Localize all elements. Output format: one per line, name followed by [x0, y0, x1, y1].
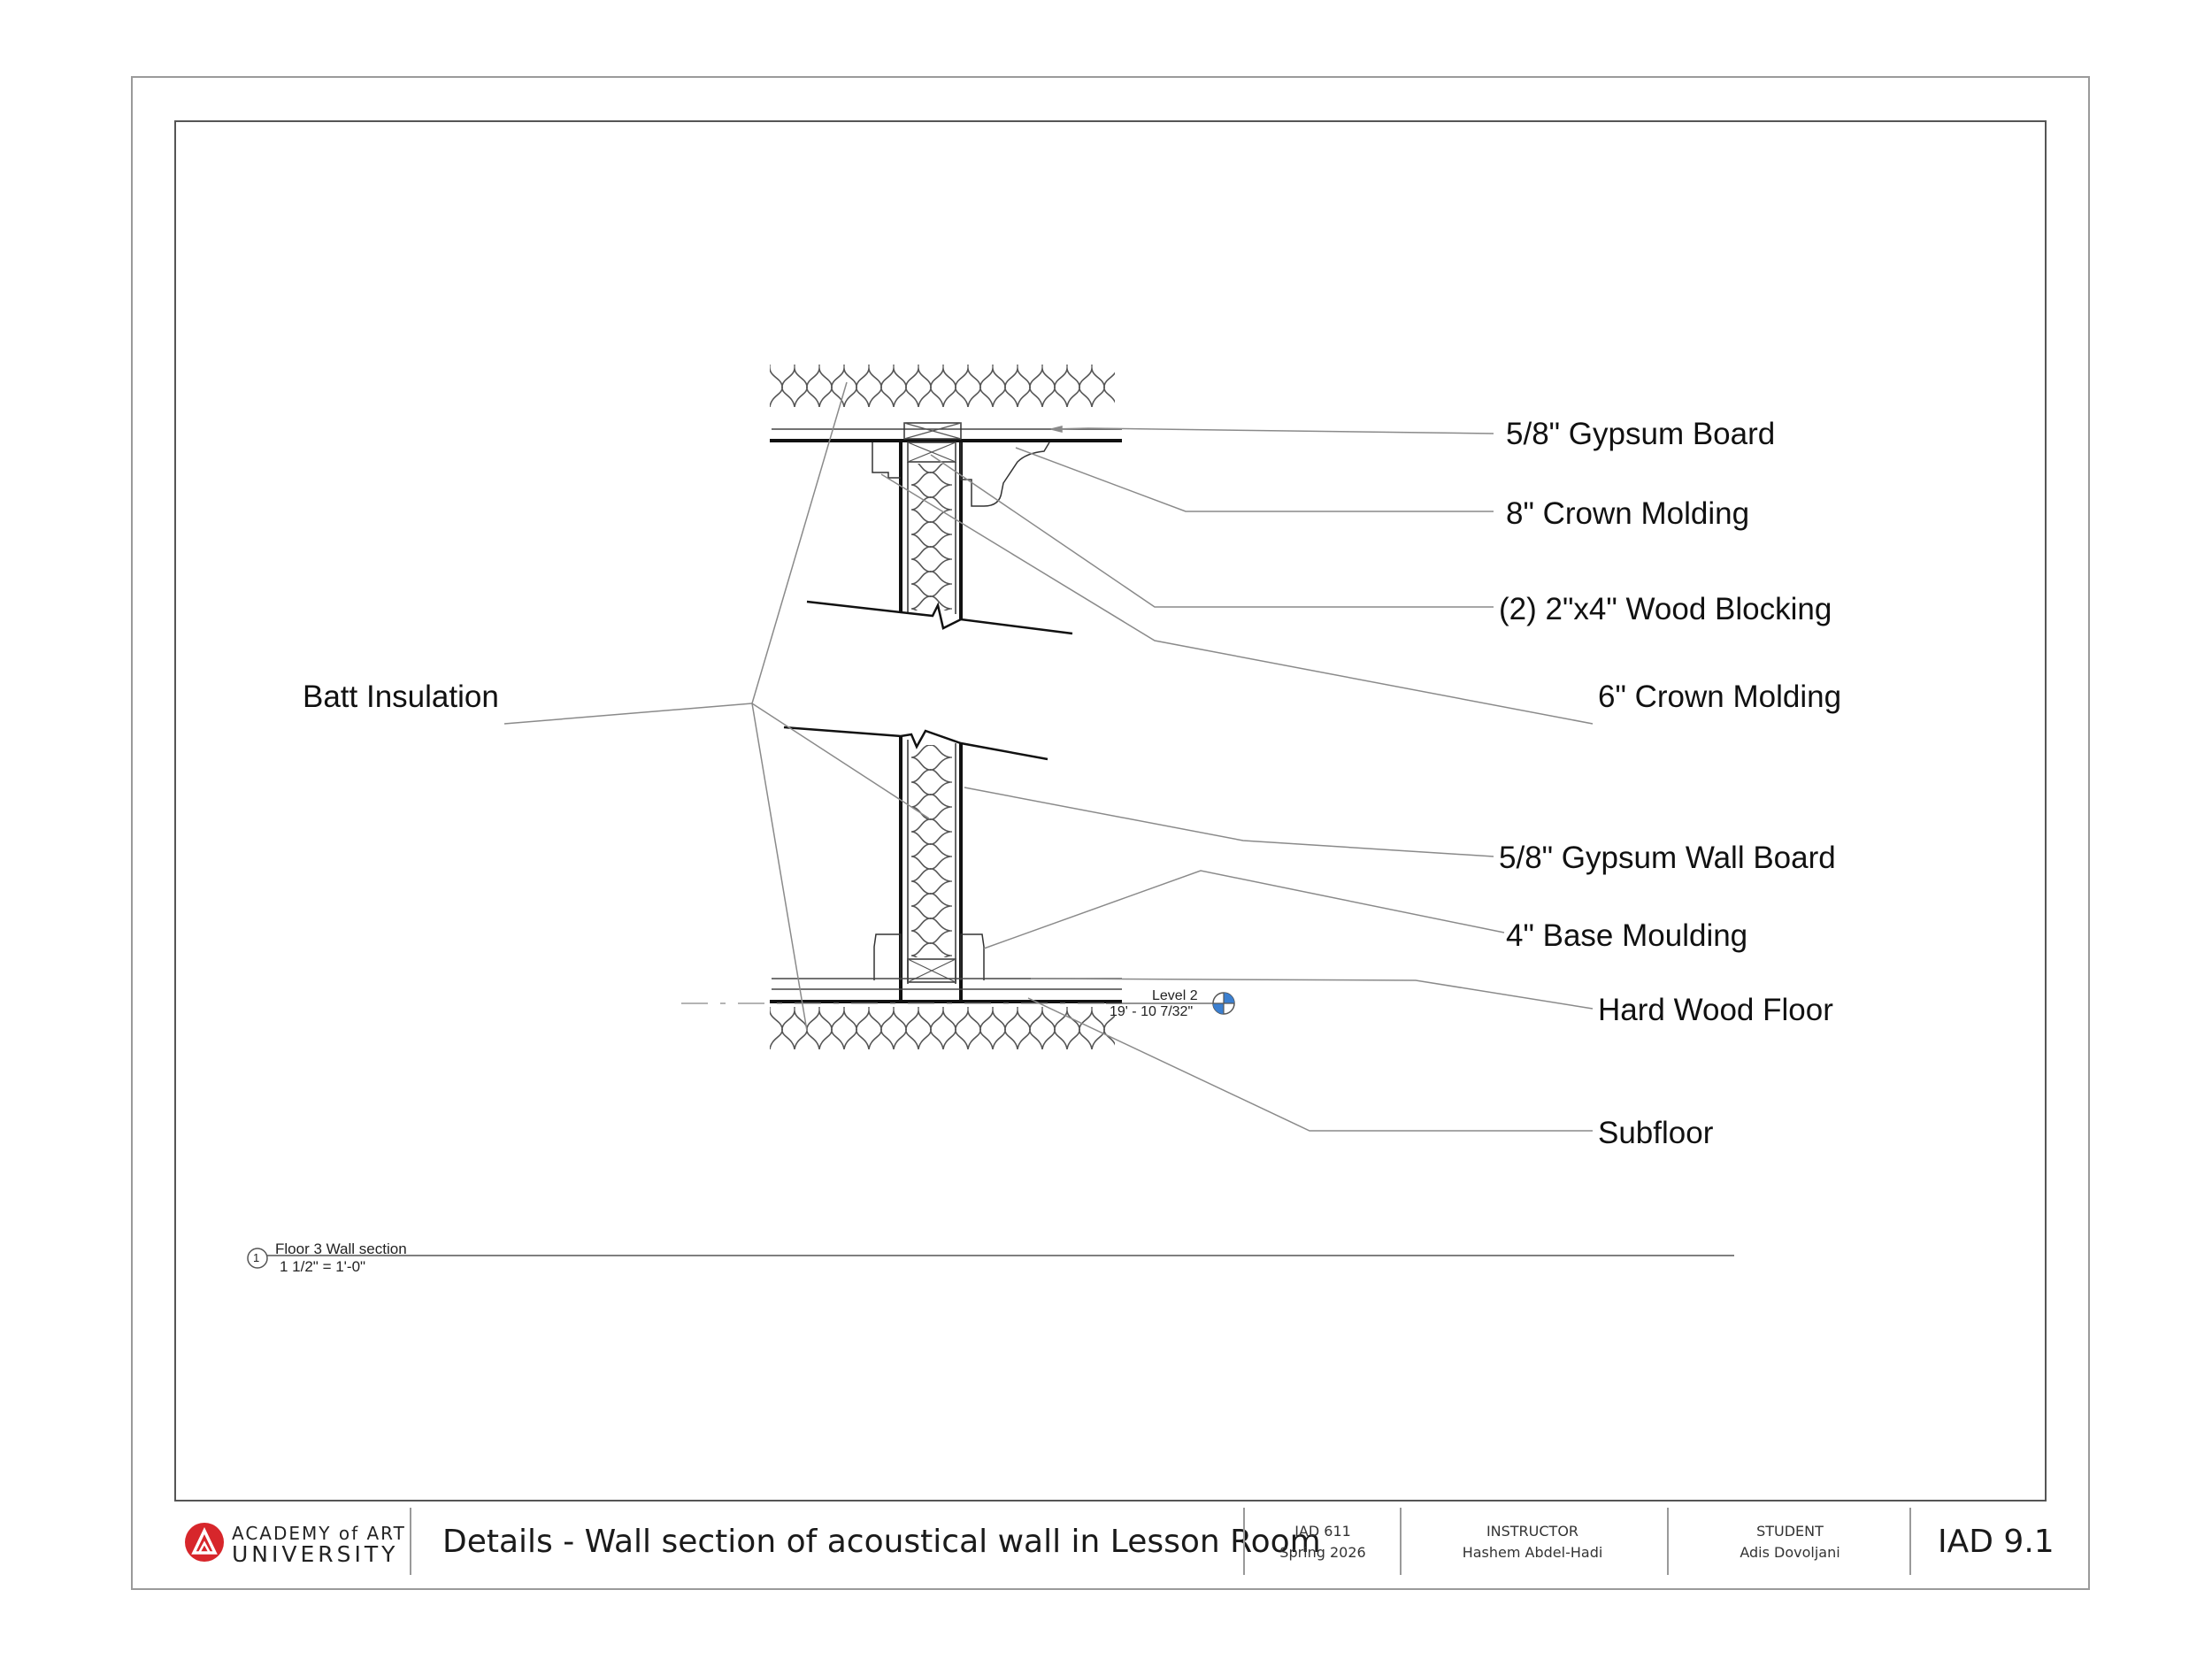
upper-ceiling-insulation [770, 365, 1115, 407]
title-block-divider [1667, 1508, 1669, 1575]
floor-assembly [681, 978, 1122, 1049]
title-block-divider [410, 1508, 411, 1575]
level-elevation: 19' - 10 7/32" [1110, 1004, 1194, 1019]
label-gypsum-wall-board: 5/8" Gypsum Wall Board [1499, 841, 1836, 875]
label-batt-insulation: Batt Insulation [303, 680, 499, 714]
academy-logo-icon [185, 1523, 224, 1562]
sheet-number: IAD 9.1 [1938, 1524, 2055, 1560]
course-term: Spring 2026 [1279, 1544, 1366, 1561]
student-heading: STUDENT [1756, 1523, 1824, 1540]
upper-crown-moldings [872, 442, 1050, 507]
student-name: Adis Dovoljani [1740, 1544, 1840, 1561]
logo-line-2: UNIVERSITY [232, 1541, 399, 1567]
student-cell: STUDENT Adis Dovoljani [1672, 1521, 1908, 1563]
upper-wall [806, 441, 1073, 635]
view-title-line [247, 1248, 1734, 1269]
instructor-name: Hashem Abdel-Hadi [1462, 1544, 1603, 1561]
course-cell: IAD 611 Spring 2026 [1248, 1521, 1398, 1563]
drawing-frame [174, 120, 2047, 1502]
label-base-moulding: 4" Base Moulding [1506, 918, 1748, 953]
title-block-divider [1400, 1508, 1402, 1575]
logo-line-1: ACADEMY of ART [232, 1523, 406, 1544]
sheet-border [131, 76, 2090, 1590]
drawing-title: Details - Wall section of acoustical wal… [442, 1524, 1321, 1560]
level-name: Level 2 [1152, 988, 1198, 1003]
view-name: Floor 3 Wall section [275, 1240, 407, 1257]
label-8-crown-molding: 8" Crown Molding [1506, 496, 1750, 531]
course-code: IAD 611 [1294, 1523, 1351, 1540]
label-6-crown-molding: 6" Crown Molding [1598, 680, 1842, 714]
title-block-divider [1909, 1508, 1911, 1575]
label-gypsum-board: 5/8" Gypsum Board [1506, 417, 1776, 451]
instructor-cell: INSTRUCTOR Hashem Abdel-Hadi [1404, 1521, 1661, 1563]
instructor-heading: INSTRUCTOR [1486, 1523, 1579, 1540]
label-subfloor: Subfloor [1598, 1116, 1714, 1150]
title-block-divider [1243, 1508, 1245, 1575]
view-scale: 1 1/2" = 1'-0" [280, 1258, 366, 1275]
label-wood-blocking: (2) 2"x4" Wood Blocking [1499, 592, 1832, 626]
lower-base-moldings [873, 933, 985, 980]
upper-wood-blocking [903, 422, 962, 463]
leader-lines [503, 381, 1594, 1132]
label-hard-wood-floor: Hard Wood Floor [1598, 993, 1833, 1027]
view-number: 1 [253, 1251, 260, 1264]
level-2-marker [1106, 992, 1235, 1015]
